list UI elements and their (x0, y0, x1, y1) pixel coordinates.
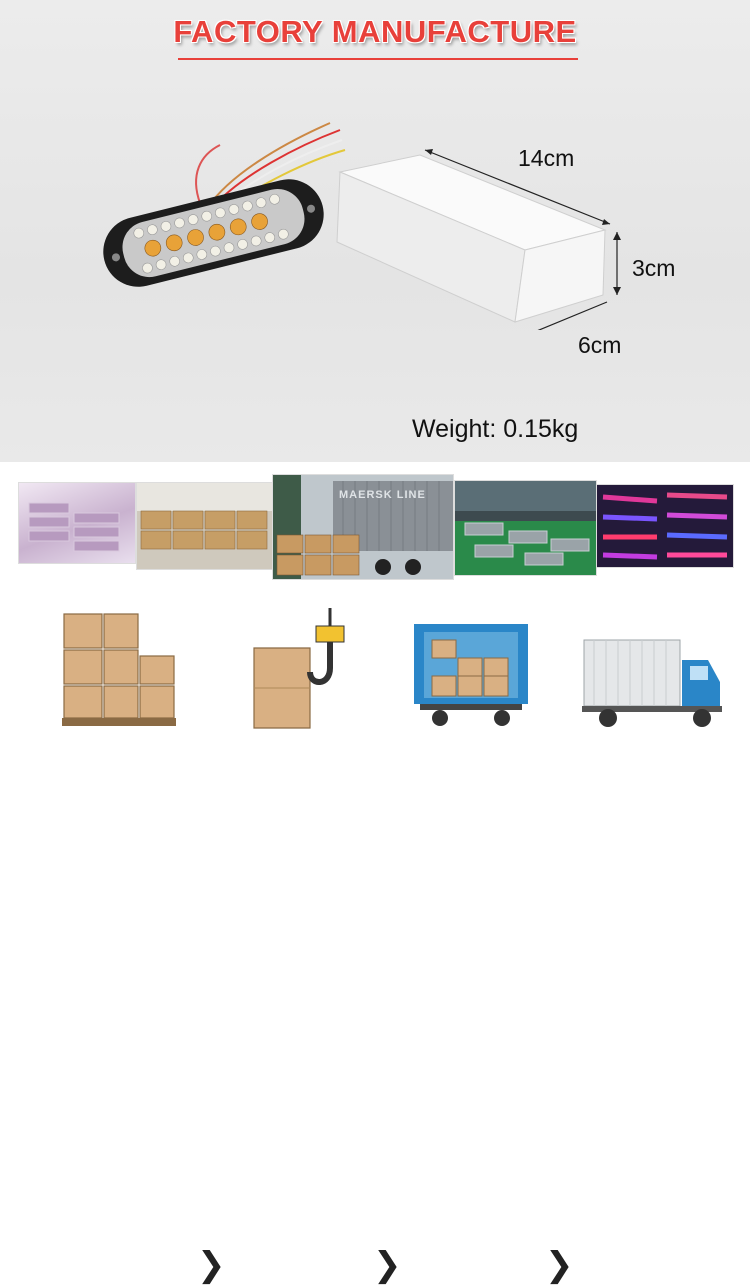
led-light-image (103, 122, 346, 287)
warehouse-cartons-photo (136, 482, 274, 570)
shipping-container-loading-photo: MAERSK LINE (272, 474, 454, 580)
height-dimension-label: 3cm (632, 255, 676, 281)
packaging-box-image (336, 149, 621, 330)
container-loading-icon (414, 624, 528, 726)
chevron-right-icon: ❯ (197, 1245, 226, 1285)
packed-lights-stack-photo (18, 482, 136, 564)
width-dimension-label: 6cm (578, 332, 622, 358)
chevron-right-icon: ❯ (373, 1245, 402, 1285)
crane-hook-box-icon (253, 608, 345, 729)
title-underline (178, 58, 578, 60)
page-title: FACTORY MANUFACTURE (173, 14, 577, 49)
assembly-workshop-photo (454, 480, 597, 576)
stacked-cartons-icon (62, 613, 176, 726)
length-dimension-label: 14cm (518, 145, 575, 171)
light-bar-testing-photo (596, 484, 734, 568)
container-lettering: MAERSK LINE (339, 489, 426, 501)
factory-photo-strip: MAERSK LINE (0, 474, 750, 584)
shipping-process: ❯ ❯ ❯ (0, 600, 750, 1285)
weight-label: Weight: 0.15kg (412, 415, 579, 443)
delivery-truck-icon (582, 639, 722, 727)
product-photo-area: FACTORY MANUFACTURE (0, 0, 750, 462)
chevron-right-icon: ❯ (545, 1245, 574, 1285)
